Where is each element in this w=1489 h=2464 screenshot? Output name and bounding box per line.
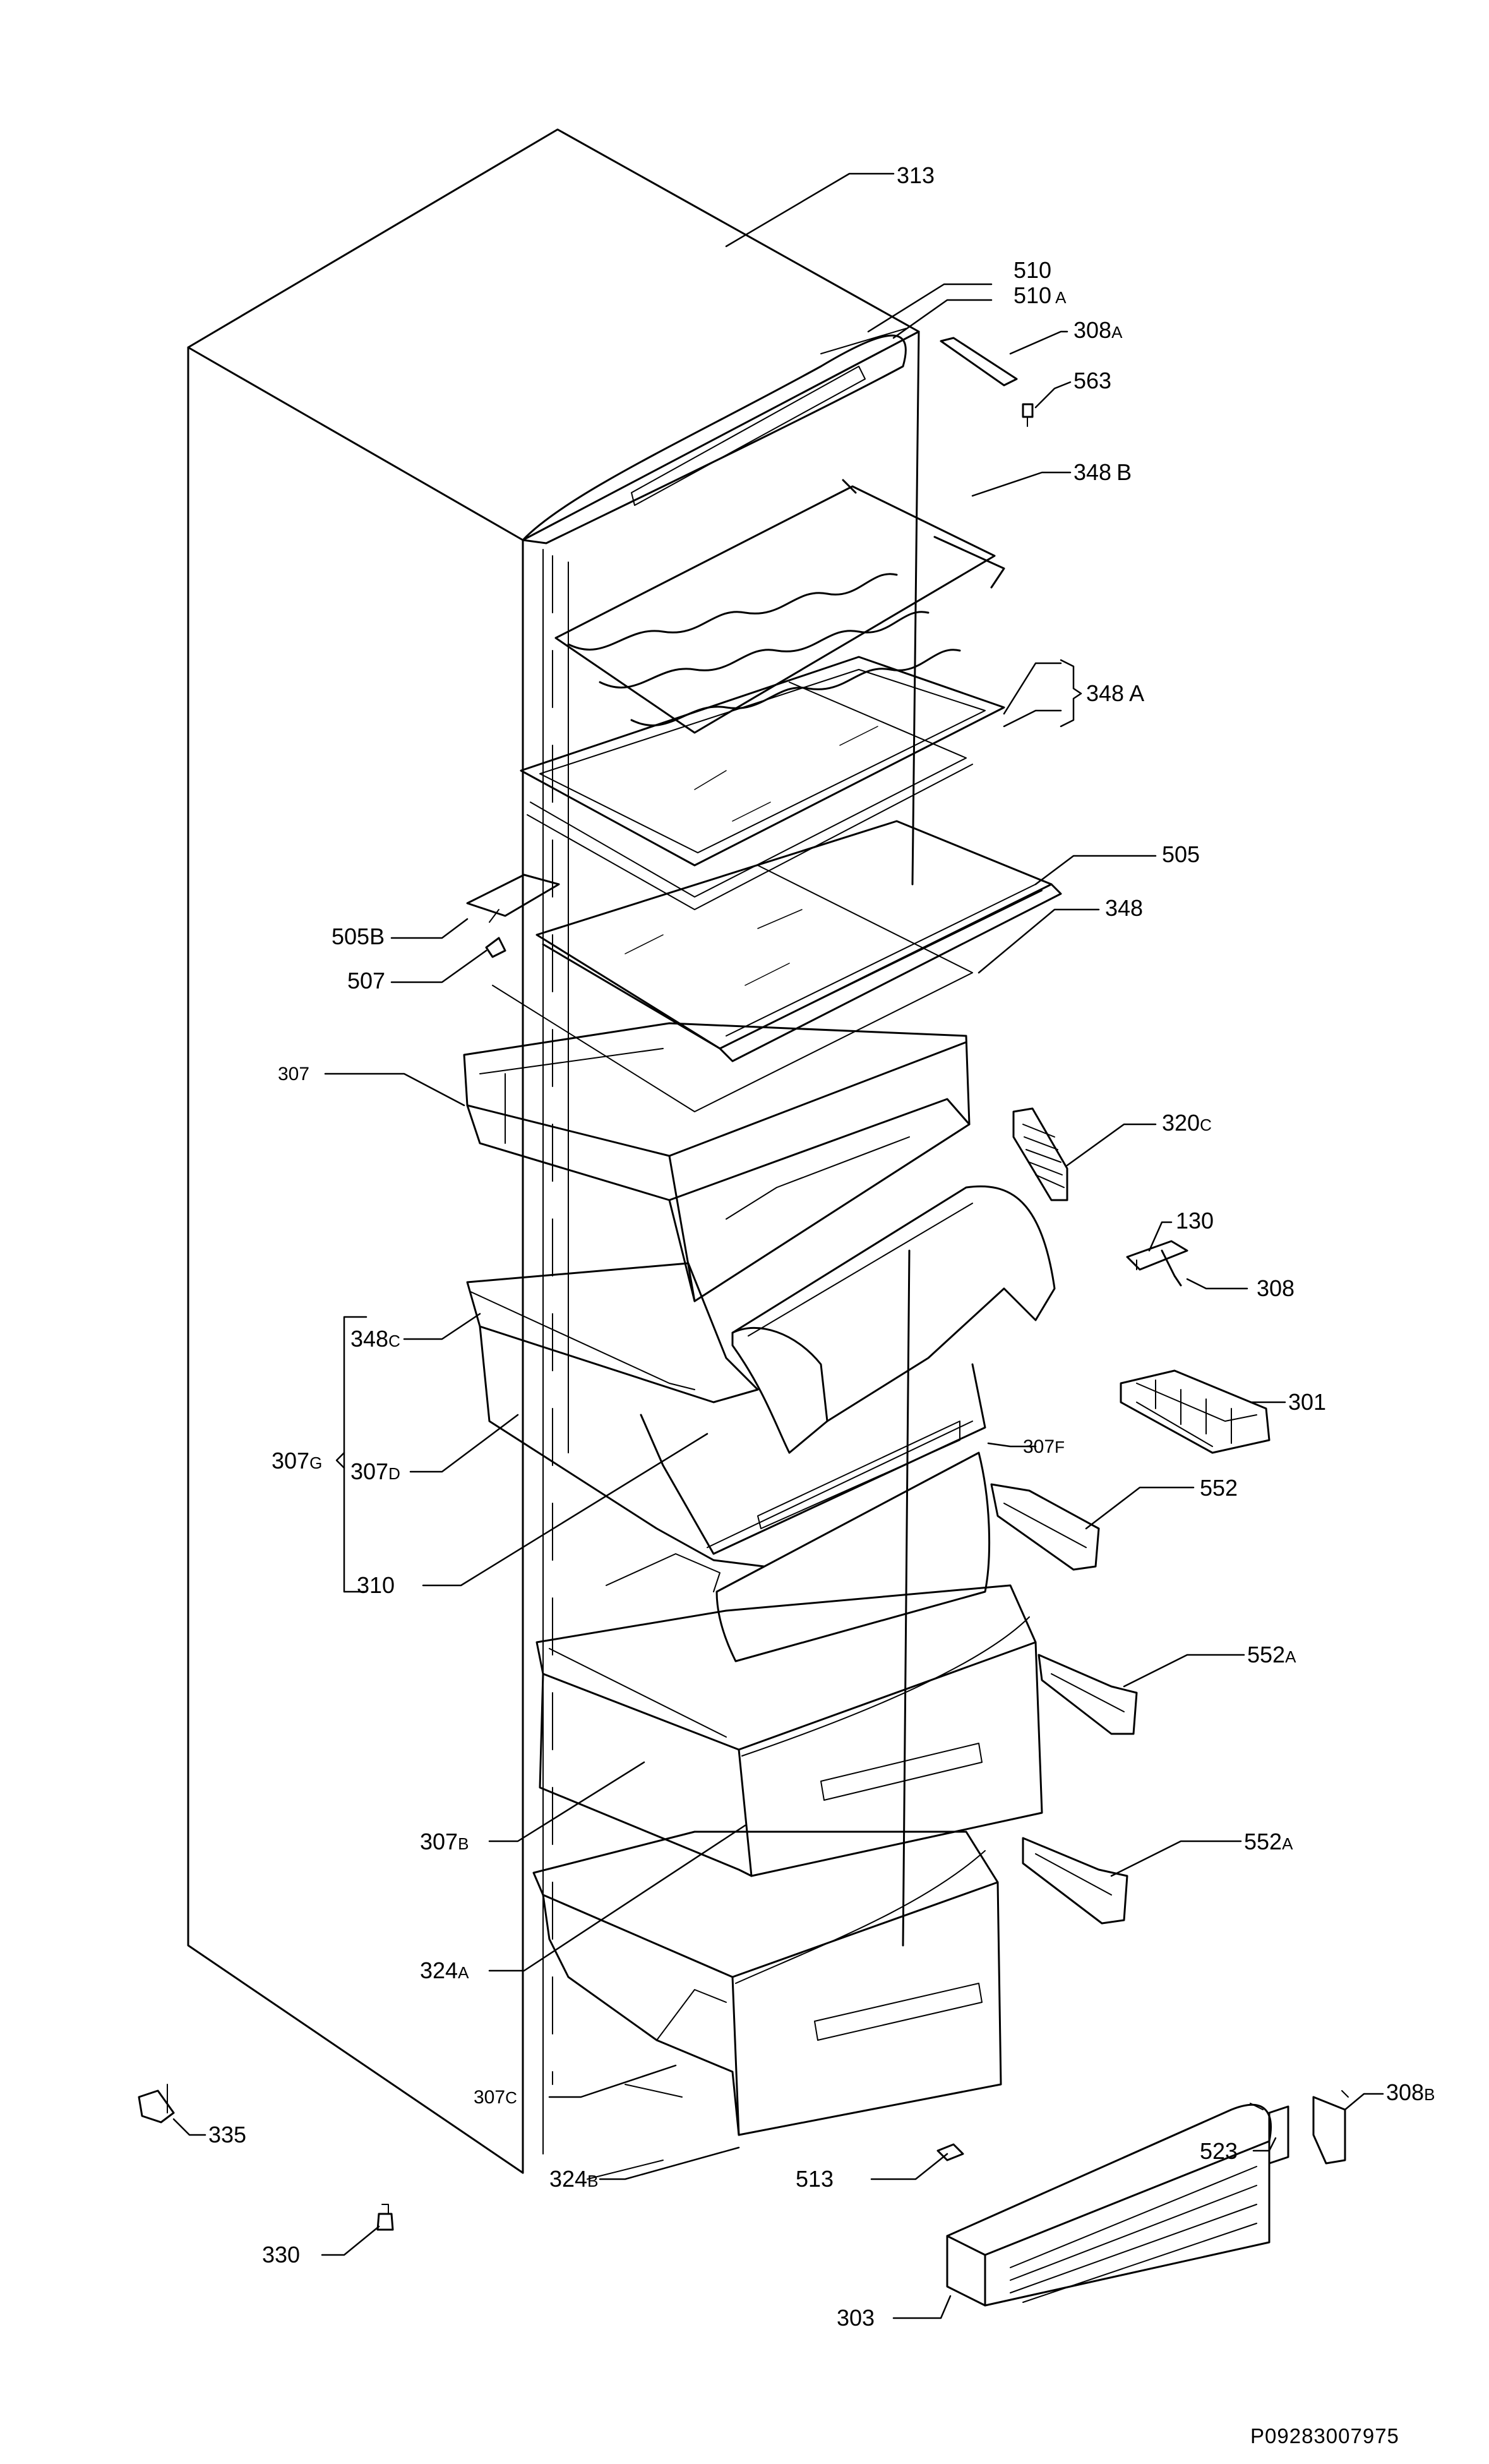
glass-shelf-upper: [520, 656, 1005, 910]
upper-drawer: [463, 1022, 971, 1302]
bottom-drawer: [532, 1830, 1002, 2136]
callout-552a-lower: 552A: [1244, 1829, 1293, 1854]
callout-307g: 307G: [272, 1448, 322, 1474]
shelf-stopper: [485, 937, 506, 958]
callout-513: 513: [796, 2166, 834, 2192]
callout-324a: 324A: [420, 1957, 469, 1983]
drawer-lid: [731, 1185, 1056, 1454]
callout-507: 507: [347, 968, 385, 994]
callout-307c: 307C: [474, 2087, 517, 2108]
callout-348c: 348C: [350, 1326, 400, 1352]
bracket-308a: [940, 337, 1018, 387]
callout-310: 310: [357, 1572, 395, 1598]
callout-348: 348: [1105, 895, 1143, 921]
callout-308a: 308A: [1073, 317, 1123, 343]
shelf-frame: [492, 820, 1062, 1112]
middle-drawer: [466, 1262, 986, 1568]
foot-bracket: [138, 2084, 175, 2124]
rail-middle: [1038, 1654, 1138, 1735]
adjustable-foot: [376, 2204, 394, 2231]
lower-drawer: [535, 1553, 1043, 1877]
callout-303: 303: [837, 2305, 875, 2331]
callout-552: 552: [1200, 1475, 1238, 1501]
control-panel: [522, 328, 907, 544]
shelf-clip: [466, 874, 560, 923]
callout-523: 523: [1200, 2138, 1238, 2164]
callout-130: 130: [1176, 1208, 1214, 1234]
ice-cube-tray: [1120, 1369, 1271, 1454]
callout-307b: 307B: [420, 1829, 469, 1854]
callout-563: 563: [1073, 368, 1111, 394]
callout-552a-upper: 552A: [1247, 1642, 1296, 1668]
rail-upper: [990, 1483, 1100, 1571]
leader-lines: [172, 172, 1384, 2319]
plinth-grille: [946, 2103, 1272, 2307]
callout-307d: 307D: [350, 1458, 400, 1484]
callout-335: 335: [208, 2122, 246, 2148]
lower-hinge-bracket: [1312, 2090, 1349, 2165]
callout-510: 510: [1014, 257, 1051, 283]
callout-313: 313: [897, 162, 935, 188]
vent-grille: [1012, 1107, 1068, 1201]
hinge-bracket: [1126, 1240, 1188, 1287]
drawing-number: P09283007975: [1250, 2424, 1399, 2448]
callout-308: 308: [1257, 1275, 1295, 1301]
cabinet-body: [187, 128, 920, 2180]
screw-563: [1022, 403, 1034, 427]
rail-lower: [1022, 1837, 1128, 1925]
callout-505: 505: [1162, 841, 1200, 867]
callout-307f: 307F: [1023, 1436, 1065, 1457]
callout-330: 330: [262, 2242, 300, 2268]
callout-505b: 505B: [332, 923, 385, 949]
callout-320c: 320C: [1162, 1110, 1212, 1136]
callout-308b: 308B: [1386, 2079, 1435, 2105]
drawer-front-flap: [715, 1451, 991, 1662]
callout-324b: 324B: [549, 2166, 598, 2192]
callout-301: 301: [1288, 1389, 1326, 1415]
hinge-cover: [1268, 2105, 1289, 2165]
callout-307: 307: [278, 1064, 309, 1085]
